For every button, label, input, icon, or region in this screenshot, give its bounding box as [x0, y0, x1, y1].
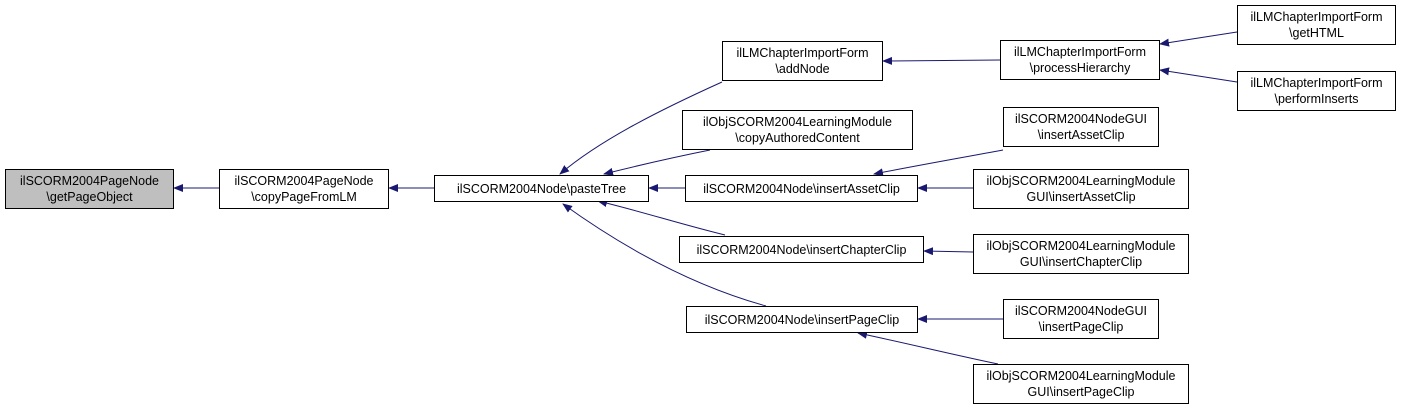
node-lmgui-insertchapterclip[interactable]: ilObjSCORM2004LearningModule GUI\insertC… — [973, 234, 1189, 274]
node-insertassetclip-line1: ilSCORM2004Node\insertAssetClip — [703, 181, 900, 196]
node-insertassetclip[interactable]: ilSCORM2004Node\insertAssetClip — [685, 175, 918, 202]
node-insertpageclip-line1: ilSCORM2004Node\insertPageClip — [704, 312, 900, 327]
node-lmgui-insertassetclip-line1: ilObjSCORM2004LearningModule — [986, 174, 1176, 188]
edge-insertchapterclip-to-pastetree — [597, 199, 726, 236]
node-gethtml-line2: \getHTML — [1289, 26, 1344, 40]
node-lmgui-insertpageclip-line2: GUI\insertPageClip — [1027, 385, 1135, 399]
node-nodegui-insertpageclip[interactable]: ilSCORM2004NodeGUI \insertPageClip — [1003, 299, 1159, 339]
node-copyauthoredcontent-line2: \copyAuthoredContent — [735, 131, 860, 145]
node-performinserts-line1: ilLMChapterImportForm — [1250, 76, 1383, 90]
node-insertchapterclip-line1: ilSCORM2004Node\insertChapterClip — [696, 242, 907, 257]
edge-performinserts-to-processhierarchy — [1159, 67, 1238, 83]
edge-lmguiinsertchapterclip-to-insertchapterclip — [923, 247, 974, 256]
node-processhierarchy-line2: \processHierarchy — [1029, 61, 1131, 75]
node-nodegui-insertassetclip[interactable]: ilSCORM2004NodeGUI \insertAssetClip — [1003, 107, 1159, 147]
node-nodegui-insertpageclip-line2: \insertPageClip — [1038, 320, 1124, 334]
edge-processhierarchy-to-addnode — [882, 56, 1001, 65]
node-lmgui-insertpageclip[interactable]: ilObjSCORM2004LearningModule GUI\insertP… — [973, 364, 1189, 404]
node-gethtml-line1: ilLMChapterImportForm — [1250, 10, 1383, 24]
node-gethtml[interactable]: ilLMChapterImportForm \getHTML — [1237, 5, 1396, 45]
node-pastetree-line1: ilSCORM2004Node\pasteTree — [456, 181, 627, 196]
node-lmgui-insertassetclip-line2: GUI\insertAssetClip — [1026, 190, 1136, 204]
node-performinserts[interactable]: ilLMChapterImportForm \performInserts — [1237, 71, 1396, 111]
node-copyauthoredcontent[interactable]: ilObjSCORM2004LearningModule \copyAuthor… — [682, 110, 913, 150]
node-lmgui-insertchapterclip-line2: GUI\insertChapterClip — [1019, 255, 1143, 269]
node-lmgui-insertassetclip[interactable]: ilObjSCORM2004LearningModule GUI\insertA… — [973, 169, 1189, 209]
node-copypagefromlm-line2: \copyPageFromLM — [251, 190, 357, 204]
node-getpageobject-line2: \getPageObject — [46, 190, 133, 204]
node-getpageobject-line1: ilSCORM2004PageNode — [20, 174, 159, 188]
node-addnode-line1: ilLMChapterImportForm — [736, 46, 869, 60]
node-nodegui-insertassetclip-line1: ilSCORM2004NodeGUI — [1015, 112, 1147, 126]
node-getpageobject[interactable]: ilSCORM2004PageNode \getPageObject — [5, 169, 174, 209]
node-performinserts-line2: \performInserts — [1274, 92, 1359, 106]
node-addnode[interactable]: ilLMChapterImportForm \addNode — [722, 41, 883, 81]
node-copypagefromlm-line1: ilSCORM2004PageNode — [234, 174, 374, 188]
edge-nodeguiinsertassetclip-to-insertassetclip — [873, 149, 1004, 177]
node-insertchapterclip[interactable]: ilSCORM2004Node\insertChapterClip — [679, 236, 924, 263]
node-lmgui-insertchapterclip-line1: ilObjSCORM2004LearningModule — [986, 239, 1176, 253]
node-processhierarchy-line1: ilLMChapterImportForm — [1014, 45, 1146, 59]
edge-copyauthoredcontent-to-pastetree — [603, 149, 711, 176]
node-pastetree[interactable]: ilSCORM2004Node\pasteTree — [434, 175, 649, 202]
edge-insertpageclip-to-pastetree — [562, 203, 767, 307]
node-insertpageclip[interactable]: ilSCORM2004Node\insertPageClip — [686, 306, 918, 333]
edge-gethtml-to-processhierarchy — [1159, 31, 1238, 47]
node-copypagefromlm[interactable]: ilSCORM2004PageNode \copyPageFromLM — [219, 169, 389, 209]
node-lmgui-insertpageclip-line1: ilObjSCORM2004LearningModule — [986, 369, 1176, 383]
edge-lmguiinsertpageclip-to-insertpageclip — [857, 330, 999, 365]
node-processhierarchy[interactable]: ilLMChapterImportForm \processHierarchy — [1000, 40, 1160, 80]
node-copyauthoredcontent-line1: ilObjSCORM2004LearningModule — [703, 115, 892, 129]
node-addnode-line2: \addNode — [775, 62, 830, 76]
node-nodegui-insertpageclip-line1: ilSCORM2004NodeGUI — [1015, 304, 1147, 318]
edge-addnode-to-pastetree — [559, 81, 723, 175]
node-nodegui-insertassetclip-line2: \insertAssetClip — [1037, 128, 1125, 142]
